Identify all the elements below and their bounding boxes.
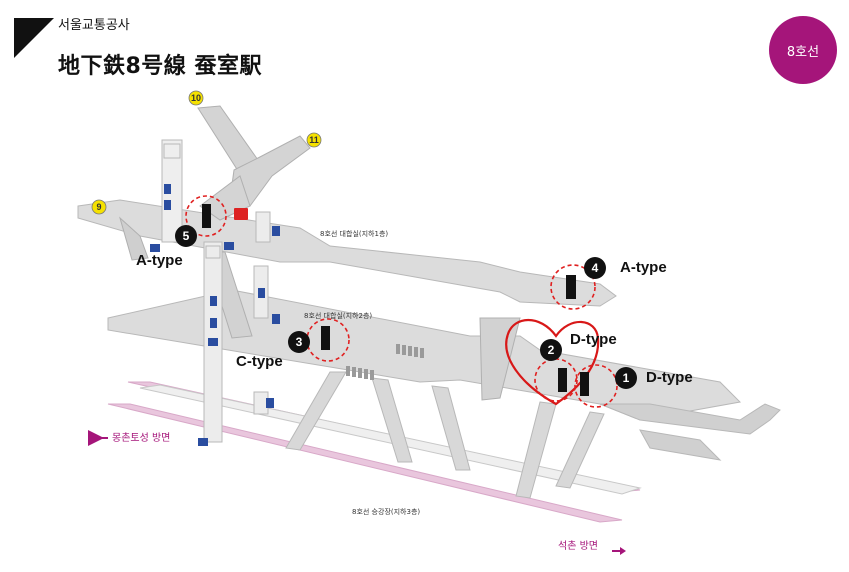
marker-5[interactable]: 5 A-type bbox=[136, 195, 227, 269]
wheelchair-icon bbox=[208, 338, 218, 346]
svg-text:2: 2 bbox=[548, 343, 555, 357]
b3-stairs bbox=[285, 371, 605, 499]
locker-icon bbox=[272, 314, 280, 324]
elevator-icon bbox=[210, 296, 217, 306]
exit-number: 10 bbox=[191, 93, 201, 103]
station-title: 地下鉄8号線 蚕室駅 bbox=[58, 54, 262, 79]
svg-text:A-type: A-type bbox=[136, 252, 183, 269]
svg-text:3: 3 bbox=[296, 335, 303, 349]
platform-tracks bbox=[107, 381, 642, 523]
wheelchair-icon bbox=[224, 242, 234, 250]
line-8-badge[interactable]: 8호선 bbox=[769, 16, 837, 84]
floor-label-b2: 8호선 대합실(지하2층) bbox=[304, 311, 372, 320]
marker-2[interactable]: 2 D-type bbox=[534, 331, 617, 402]
exit-badges: 9 10 11 bbox=[91, 90, 322, 215]
wheelchair-icon bbox=[198, 438, 208, 446]
track-lower bbox=[107, 403, 623, 523]
exit-number-circle-icon: 9 bbox=[91, 199, 107, 215]
heart-highlight bbox=[505, 319, 600, 406]
svg-text:D-type: D-type bbox=[570, 331, 617, 348]
restroom-icon bbox=[234, 208, 248, 220]
direction-right: 석촌 방면 bbox=[558, 540, 626, 555]
locker-icon bbox=[266, 398, 274, 408]
svg-text:5: 5 bbox=[183, 229, 190, 243]
floor-label-b1: 8호선 대합실(지하1층) bbox=[320, 229, 388, 238]
svg-text:몽촌토성 방면: 몽촌토성 방면 bbox=[112, 432, 170, 444]
exit-number: 11 bbox=[309, 135, 319, 145]
svg-text:4: 4 bbox=[592, 261, 599, 275]
svg-text:A-type: A-type bbox=[620, 259, 667, 276]
facility-icons bbox=[150, 184, 280, 446]
exit-number-circle-icon: 11 bbox=[306, 132, 322, 148]
svg-text:1: 1 bbox=[623, 371, 630, 385]
locker-icon bbox=[272, 226, 280, 236]
wheelchair-icon bbox=[150, 244, 160, 252]
marker-4[interactable]: 4 A-type bbox=[550, 257, 667, 310]
exit-number-circle-icon: 10 bbox=[188, 90, 204, 106]
svg-text:석촌 방면: 석촌 방면 bbox=[558, 540, 598, 552]
exit-passages bbox=[197, 105, 311, 221]
exit-number: 9 bbox=[96, 202, 101, 212]
svg-text:D-type: D-type bbox=[646, 369, 693, 386]
elevator-icon bbox=[164, 200, 171, 210]
marker-3[interactable]: 3 C-type bbox=[236, 318, 350, 370]
org-name: 서울교통공사 bbox=[58, 18, 130, 33]
elevator-icon bbox=[210, 318, 217, 328]
marker-1[interactable]: 1 D-type bbox=[574, 364, 693, 408]
elevator-icon bbox=[164, 184, 171, 194]
floor-label-b3: 8호선 승강장(지하3층) bbox=[352, 507, 420, 516]
svg-text:C-type: C-type bbox=[236, 353, 283, 370]
corner-mark bbox=[14, 18, 54, 58]
direction-left: 몽촌토성 방면 bbox=[88, 430, 170, 446]
elevator-icon bbox=[258, 288, 265, 298]
